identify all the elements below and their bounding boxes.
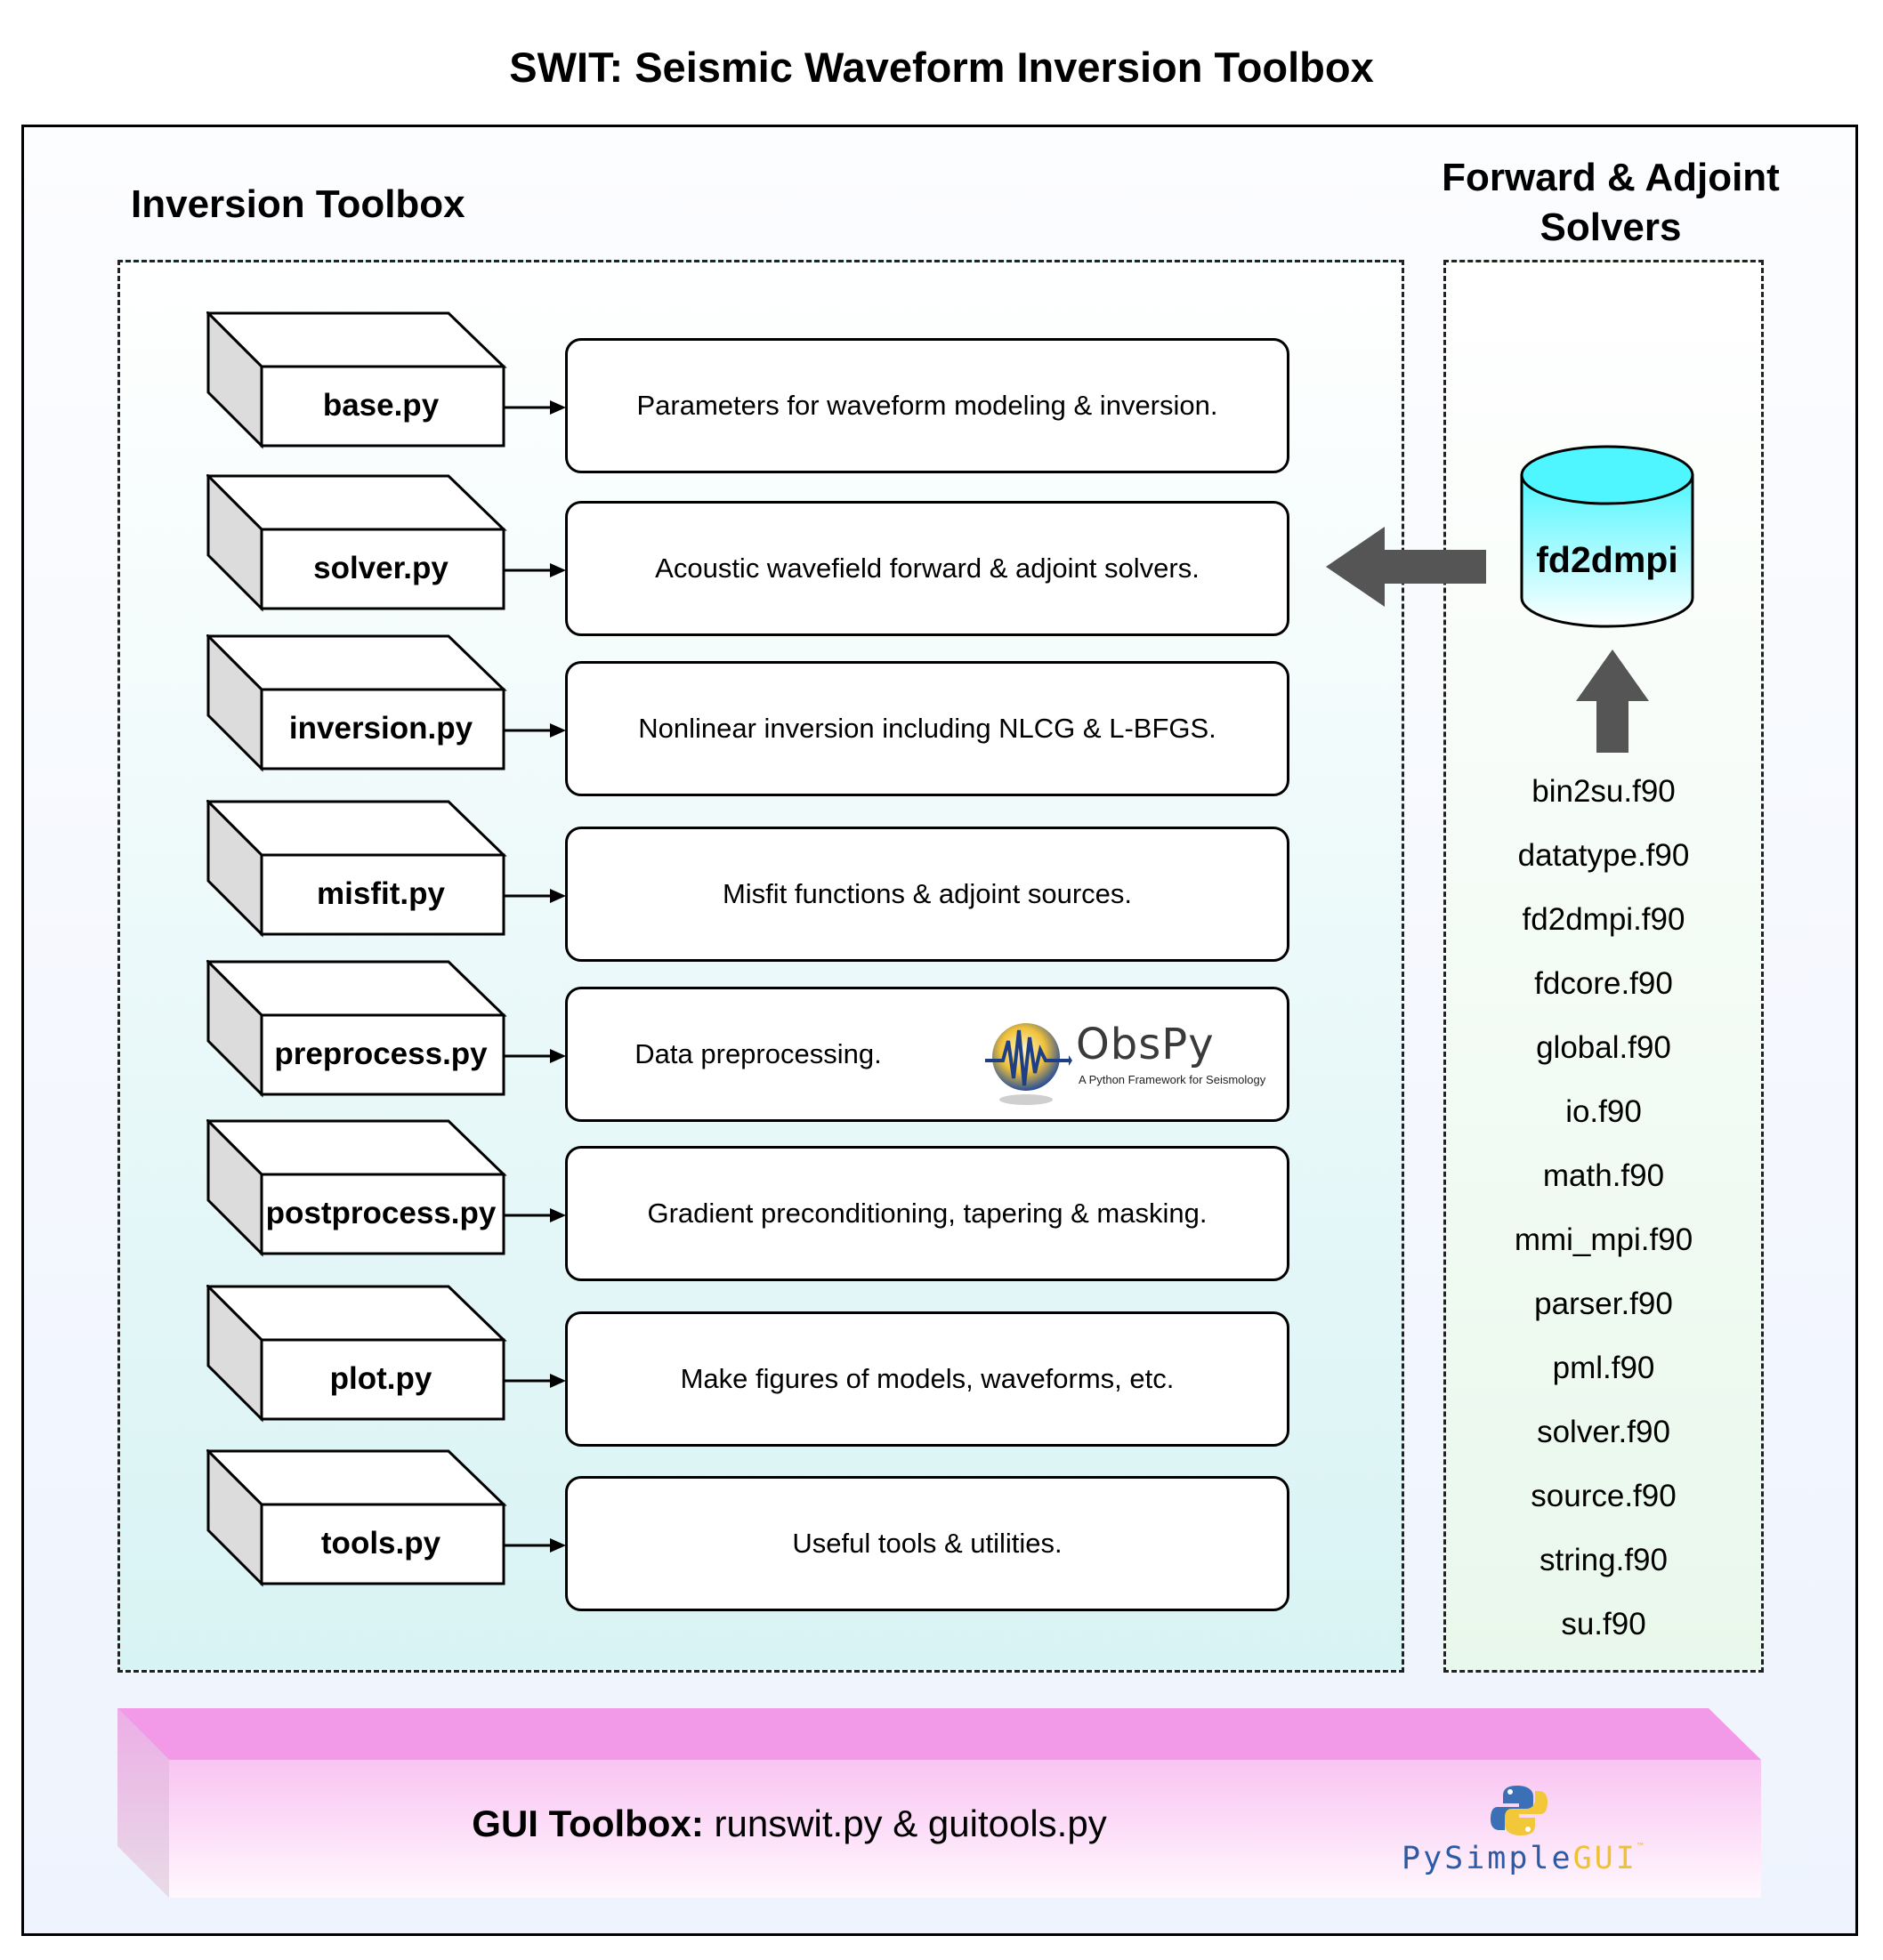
diagram-title: SWIT: Seismic Waveform Inversion Toolbox bbox=[509, 44, 1374, 91]
trademark-symbol: ™ bbox=[1637, 1841, 1645, 1853]
obspy-name: ObsPy bbox=[1076, 1020, 1215, 1069]
module-file-block: tools.py bbox=[206, 1449, 507, 1587]
module-file-name: plot.py bbox=[329, 1361, 432, 1396]
fortran-file: mmi_mpi.f90 bbox=[1514, 1222, 1693, 1257]
module-arrow-icon bbox=[504, 561, 568, 579]
gui-toolbox-bar: GUI Toolbox: runswit.py & guitools.py bbox=[117, 1708, 1761, 1898]
gui-toolbox-files: runswit.py & guitools.py bbox=[714, 1803, 1107, 1844]
module-description: Gradient preconditioning, tapering & mas… bbox=[647, 1198, 1208, 1229]
fortran-file: pml.f90 bbox=[1552, 1351, 1655, 1385]
module-file-block: solver.py bbox=[206, 474, 507, 612]
module-description-box: Nonlinear inversion including NLCG & L-B… bbox=[565, 661, 1289, 796]
python-logo-icon bbox=[1491, 1786, 1548, 1835]
module-description-box: Acoustic wavefield forward & adjoint sol… bbox=[565, 501, 1289, 636]
module-arrow-icon bbox=[504, 1372, 568, 1390]
module-description: Make figures of models, waveforms, etc. bbox=[680, 1363, 1175, 1394]
module-description-box: Data preprocessing. bbox=[565, 987, 1289, 1122]
module-description-box: Misfit functions & adjoint sources. bbox=[565, 827, 1289, 962]
solvers-heading: Forward & Adjoint Solvers bbox=[1424, 153, 1798, 253]
gui-toolbox-label: GUI Toolbox: bbox=[472, 1803, 704, 1844]
fortran-file: io.f90 bbox=[1565, 1094, 1642, 1129]
module-arrow-icon bbox=[504, 399, 568, 416]
fortran-file: parser.f90 bbox=[1534, 1287, 1673, 1321]
module-description: Nonlinear inversion including NLCG & L-B… bbox=[638, 713, 1216, 744]
module-description: Acoustic wavefield forward & adjoint sol… bbox=[655, 553, 1200, 584]
fortran-file: math.f90 bbox=[1542, 1158, 1665, 1193]
obspy-logo: ObsPy A Python Framework for Seismology bbox=[983, 1016, 1286, 1110]
module-file-block: plot.py bbox=[206, 1285, 507, 1423]
fortran-file: su.f90 bbox=[1561, 1607, 1646, 1641]
pysimplegui-wordmark-part1: PySimple bbox=[1402, 1841, 1573, 1876]
fortran-file: global.f90 bbox=[1536, 1030, 1671, 1065]
module-file-name: solver.py bbox=[313, 551, 449, 585]
module-description: Misfit functions & adjoint sources. bbox=[722, 878, 1133, 909]
pysimplegui-wordmark-part2: GUI bbox=[1572, 1841, 1637, 1876]
module-description: Parameters for waveform modeling & inver… bbox=[636, 390, 1218, 421]
module-description-box: Useful tools & utilities. bbox=[565, 1476, 1289, 1611]
module-file-block: base.py bbox=[206, 311, 507, 449]
module-arrow-icon bbox=[504, 887, 568, 905]
module-description-box: Make figures of models, waveforms, etc. bbox=[565, 1311, 1289, 1447]
module-description-box: Parameters for waveform modeling & inver… bbox=[565, 338, 1289, 473]
obspy-globe-icon bbox=[985, 1023, 1072, 1105]
fortran-file: string.f90 bbox=[1540, 1543, 1668, 1577]
solvers-heading-line2: Solvers bbox=[1540, 206, 1682, 249]
fortran-file: fd2dmpi.f90 bbox=[1522, 902, 1685, 937]
fortran-file: solver.f90 bbox=[1537, 1415, 1670, 1449]
module-arrow-icon bbox=[504, 722, 568, 739]
module-file-name: preprocess.py bbox=[274, 1036, 488, 1071]
module-file-block: preprocess.py bbox=[206, 960, 507, 1098]
inversion-toolbox-heading: Inversion Toolbox bbox=[131, 182, 465, 226]
big-up-arrow-icon bbox=[1576, 649, 1649, 753]
module-file-block: postprocess.py bbox=[206, 1119, 507, 1257]
gui-toolbox-text: GUI Toolbox: runswit.py & guitools.py bbox=[233, 1803, 1346, 1845]
module-file-name: tools.py bbox=[320, 1526, 441, 1561]
module-arrow-icon bbox=[504, 1047, 568, 1065]
fortran-file: source.f90 bbox=[1531, 1479, 1677, 1513]
module-description: Useful tools & utilities. bbox=[792, 1528, 1063, 1559]
big-left-arrow-icon bbox=[1326, 527, 1486, 607]
module-file-block: misfit.py bbox=[206, 800, 507, 938]
fortran-file: datatype.f90 bbox=[1517, 838, 1690, 873]
module-file-name: misfit.py bbox=[317, 876, 445, 911]
module-description-box: Gradient preconditioning, tapering & mas… bbox=[565, 1146, 1289, 1281]
module-file-block: inversion.py bbox=[206, 634, 507, 772]
module-arrow-icon bbox=[504, 1537, 568, 1554]
module-description: Data preprocessing. bbox=[634, 1038, 882, 1069]
fd2dmpi-label: fd2dmpi bbox=[1536, 539, 1678, 580]
module-arrow-icon bbox=[504, 1206, 568, 1224]
module-file-name: postprocess.py bbox=[265, 1196, 497, 1230]
solvers-heading-line1: Forward & Adjoint bbox=[1442, 156, 1780, 199]
module-file-name: inversion.py bbox=[288, 711, 473, 746]
fortran-file: bin2su.f90 bbox=[1531, 774, 1676, 809]
obspy-tagline: A Python Framework for Seismology bbox=[1079, 1073, 1266, 1086]
fd2dmpi-cylinder: fd2dmpi bbox=[1518, 441, 1696, 630]
pysimplegui-logo: PySimpleGUI™ bbox=[1402, 1784, 1669, 1882]
fortran-file: fdcore.f90 bbox=[1534, 966, 1673, 1001]
module-file-name: base.py bbox=[322, 388, 440, 423]
pysimplegui-wordmark: PySimpleGUI™ bbox=[1402, 1841, 1644, 1876]
